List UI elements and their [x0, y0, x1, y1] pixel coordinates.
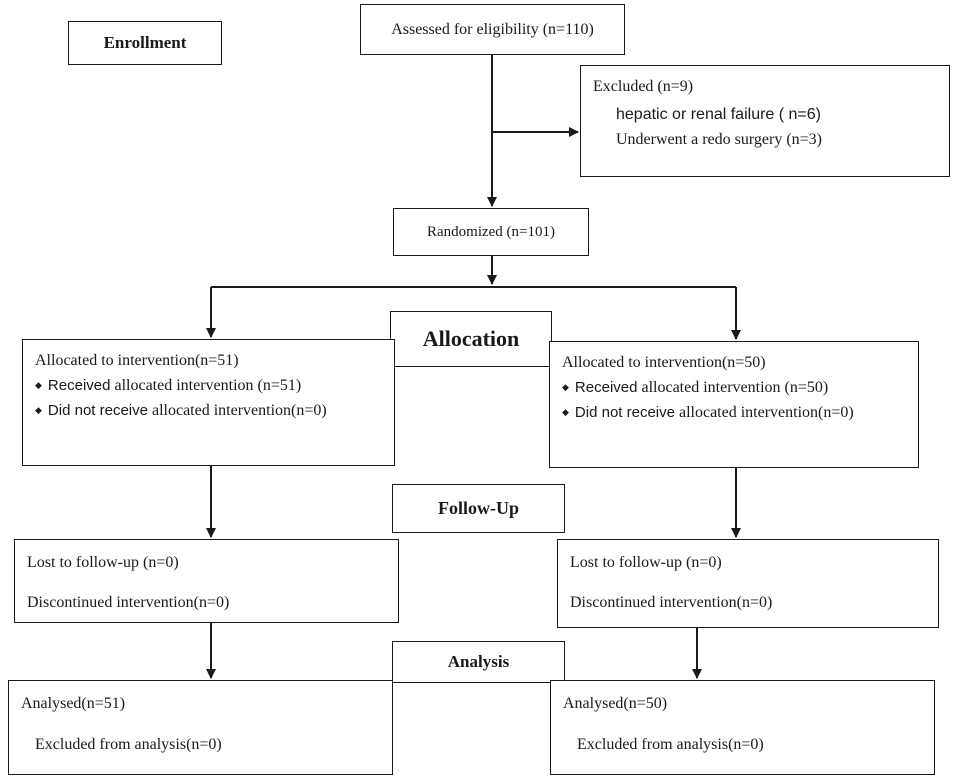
analysis-right-excluded: Excluded from analysis(n=0) — [577, 736, 764, 753]
bullet-icon: ◆ — [35, 405, 42, 415]
bullet-icon: ◆ — [562, 407, 569, 417]
allocation-right-item: ◆Received allocated intervention (n=50) — [562, 379, 829, 396]
analysis-label: Analysis — [447, 652, 510, 671]
enrollment-label: Enrollment — [103, 33, 187, 52]
followup-left-discontinued: Discontinued intervention(n=0) — [27, 594, 230, 611]
followup-label-box: Follow-Up — [392, 484, 565, 533]
allocation-right-box: Allocated to intervention(n=50) ◆Receive… — [549, 341, 919, 468]
assessed-label: Assessed for eligibility (n=110) — [391, 20, 594, 38]
allocation-right-title: Allocated to intervention(n=50) — [562, 354, 766, 371]
excluded-title: Excluded (n=9) — [593, 78, 694, 95]
analysis-right-analysed: Analysed(n=50) — [563, 695, 668, 712]
analysis-left-excluded: Excluded from analysis(n=0) — [35, 736, 222, 753]
allocation-left-item: ◆Received allocated intervention (n=51) — [35, 377, 302, 394]
excluded-box: Excluded (n=9) hepatic or renal failure … — [580, 65, 950, 177]
followup-right-discontinued: Discontinued intervention(n=0) — [570, 594, 773, 611]
analysis-left-box: Analysed(n=51) Excluded from analysis(n=… — [8, 680, 393, 775]
followup-right-lost: Lost to follow-up (n=0) — [570, 554, 722, 571]
bullet-icon: ◆ — [562, 382, 569, 392]
allocation-right-item: ◆Did not receive allocated intervention(… — [562, 404, 854, 421]
analysis-left-analysed: Analysed(n=51) — [21, 695, 126, 712]
allocation-left-item: ◆Did not receive allocated intervention(… — [35, 402, 327, 419]
followup-left-box: Lost to follow-up (n=0) Discontinued int… — [14, 539, 399, 623]
followup-label: Follow-Up — [438, 498, 519, 518]
excluded-reason: hepatic or renal failure ( n=6) — [616, 106, 821, 123]
allocation-left-title: Allocated to intervention(n=51) — [35, 352, 239, 369]
allocation-left-box: Allocated to intervention(n=51) ◆Receive… — [22, 339, 395, 466]
bullet-icon: ◆ — [35, 380, 42, 390]
randomized-box: Randomized (n=101) — [393, 208, 589, 256]
allocation-label-box: Allocation — [390, 311, 552, 367]
enrollment-label-box: Enrollment — [68, 21, 222, 65]
assessed-box: Assessed for eligibility (n=110) — [360, 4, 625, 55]
followup-left-lost: Lost to follow-up (n=0) — [27, 554, 179, 571]
analysis-right-box: Analysed(n=50) Excluded from analysis(n=… — [550, 680, 935, 775]
followup-right-box: Lost to follow-up (n=0) Discontinued int… — [557, 539, 939, 628]
excluded-reason: Underwent a redo surgery (n=3) — [616, 131, 822, 148]
randomized-label: Randomized (n=101) — [426, 223, 555, 240]
analysis-label-box: Analysis — [392, 641, 565, 683]
allocation-label: Allocation — [422, 326, 520, 351]
